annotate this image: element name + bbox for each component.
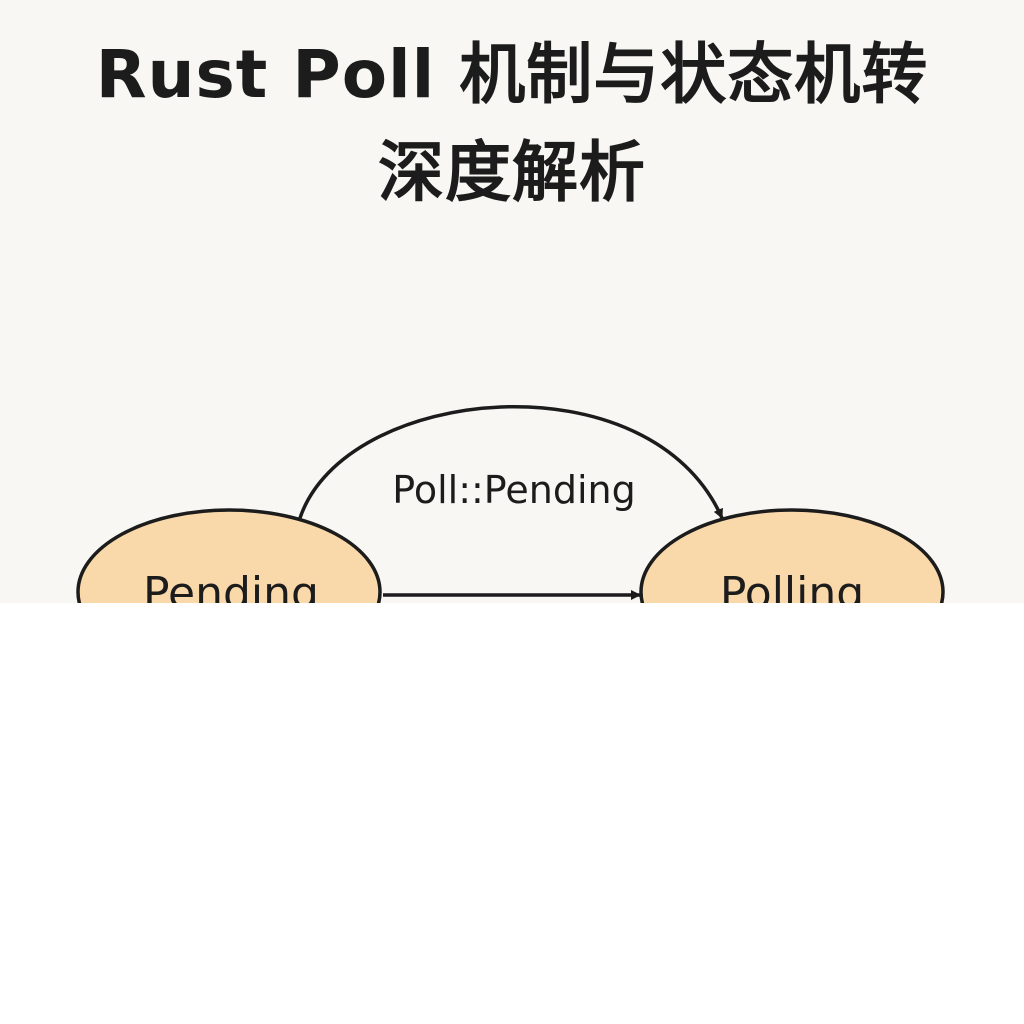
diagram-area: Rust Poll 机制与状态机转 深度解析 Poll::Pending Pen… <box>0 0 1024 603</box>
state-label-pending: Pending <box>143 568 319 603</box>
blank-area <box>0 603 1024 1024</box>
page-title-line-1: Rust Poll 机制与状态机转 <box>95 36 929 113</box>
edge-label-poll-pending: Poll::Pending <box>392 468 635 512</box>
state-node-polling <box>639 508 945 603</box>
page-title-line-2: 深度解析 <box>378 134 646 211</box>
state-label-polling: Polling <box>720 568 864 603</box>
edge-pending-to-polling-curved <box>298 405 724 519</box>
state-node-pending <box>76 508 382 603</box>
state-diagram: Poll::Pending Pending Polling <box>76 405 945 603</box>
